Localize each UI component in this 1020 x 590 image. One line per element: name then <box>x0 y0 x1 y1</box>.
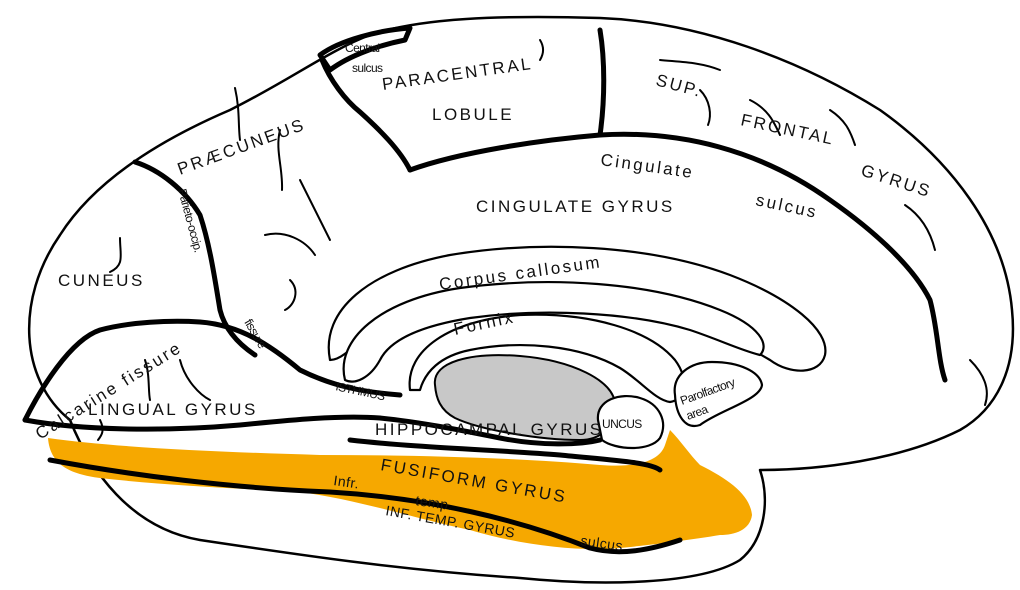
label-paracentral-2: LOBULE <box>432 105 514 124</box>
label-central-sulcus-1: Central <box>345 41 379 55</box>
label-lingual-gyrus: LINGUAL GYRUS <box>88 400 258 419</box>
label-central-sulcus-2: sulcus <box>352 61 383 75</box>
label-uncus: UNCUS <box>602 417 642 431</box>
label-cingulate-gyrus: CINGULATE GYRUS <box>476 197 675 216</box>
label-hippocampal-gyrus: HIPPOCAMPAL GYRUS <box>375 420 604 439</box>
label-cuneus: CUNEUS <box>58 271 145 290</box>
